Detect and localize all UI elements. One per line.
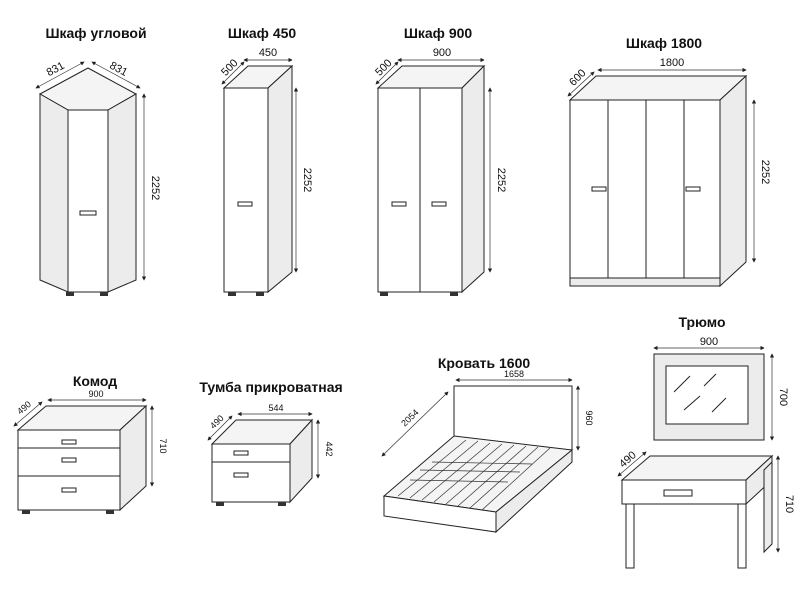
vanity-drawer-handle — [663, 489, 693, 497]
wardrobe-900-height: 2252 — [495, 168, 507, 192]
nightstand-height: 442 — [324, 441, 334, 456]
dresser-foot — [22, 510, 30, 514]
wardrobe-900-title: Шкаф 900 — [404, 25, 473, 41]
dresser-handle — [61, 439, 77, 445]
bed-1600-height: 960 — [584, 410, 594, 425]
nightstand-foot — [216, 502, 224, 506]
wardrobe-900-foot — [450, 292, 458, 296]
wardrobe-1800-side — [719, 74, 747, 288]
nightstand-title: Тумба прикроватная — [199, 379, 342, 395]
wardrobe-1800-handle-right — [685, 186, 701, 192]
nightstand-handle — [233, 450, 249, 456]
bed-1600-dim-line-length — [381, 391, 449, 457]
wardrobe-1800-dim-line-depth — [567, 71, 595, 97]
nightstand: Тумба прикроватная 544 490 442 — [199, 379, 343, 506]
vanity-depth: 490 — [617, 449, 639, 470]
dresser: Комод 900 490 710 — [13, 373, 168, 514]
wardrobe-1800-width: 1800 — [660, 57, 684, 69]
corner-wardrobe-left-side — [39, 93, 69, 293]
wardrobe-450-side — [267, 64, 293, 294]
corner-wardrobe-title: Шкаф угловой — [45, 25, 146, 41]
wardrobe-450-height: 2252 — [301, 168, 313, 192]
vanity-leg — [737, 503, 747, 569]
corner-wardrobe-dim-line-right — [91, 61, 141, 89]
wardrobe-1800: Шкаф 1800 1800 600 2252 — [567, 35, 771, 288]
nightstand-dim-line-depth — [207, 415, 233, 441]
vanity: Трюмо 900 700 490 710 — [617, 314, 795, 569]
dresser-foot — [106, 510, 114, 514]
wardrobe-900-handle-left — [391, 201, 407, 207]
corner-wardrobe-width-left: 831 — [45, 60, 67, 79]
bed-1600-length: 2054 — [399, 407, 420, 428]
wardrobe-450-front — [223, 87, 269, 293]
dresser-side — [119, 404, 147, 512]
vanity-title: Трюмо — [678, 314, 725, 330]
bed-1600-side-rail — [495, 448, 573, 534]
vanity-dim-line-depth — [617, 451, 647, 477]
wardrobe-450-width: 450 — [259, 47, 277, 59]
vanity-height: 710 — [783, 495, 795, 513]
wardrobe-900: Шкаф 900 900 500 2252 — [373, 25, 507, 296]
corner-wardrobe-foot — [66, 292, 74, 296]
nightstand-foot — [278, 502, 286, 506]
wardrobe-1800-handle-left — [591, 186, 607, 192]
wardrobe-450-handle — [237, 201, 253, 207]
corner-wardrobe-dim-line-left — [35, 61, 85, 89]
dresser-depth: 490 — [15, 399, 33, 416]
wardrobe-450-foot — [228, 292, 236, 296]
vanity-leg — [625, 503, 635, 569]
corner-wardrobe-handle — [79, 210, 97, 216]
bed-1600-width: 1658 — [504, 369, 524, 379]
nightstand-width: 544 — [268, 403, 283, 413]
dresser-handle — [61, 457, 77, 463]
vanity-mirror-height: 700 — [777, 388, 789, 406]
wardrobe-900-handle-right — [431, 201, 447, 207]
corner-wardrobe-foot — [100, 292, 108, 296]
bed-1600: Кровать 1600 1658 2054 960 — [381, 355, 594, 534]
wardrobe-900-width: 900 — [433, 47, 451, 59]
wardrobe-450-dim-line-depth — [221, 61, 245, 85]
wardrobe-900-side — [461, 64, 485, 294]
wardrobe-1800-top — [568, 75, 748, 101]
nightstand-depth: 490 — [208, 413, 226, 431]
corner-wardrobe-height: 2252 — [149, 176, 161, 200]
bed-1600-slats — [397, 439, 551, 511]
wardrobe-450-title: Шкаф 450 — [228, 25, 297, 41]
dresser-width: 900 — [88, 389, 103, 399]
vanity-mirror-glass — [665, 365, 749, 425]
corner-wardrobe-door — [67, 109, 109, 293]
wardrobe-1800-height: 2252 — [759, 160, 771, 184]
nightstand-side — [289, 418, 313, 504]
wardrobe-450-foot — [256, 292, 264, 296]
dresser-dim-line-depth — [13, 401, 43, 427]
dresser-handle — [61, 487, 77, 493]
dresser-title: Комод — [73, 373, 117, 389]
bed-1600-title: Кровать 1600 — [438, 355, 531, 371]
corner-wardrobe-right-side — [107, 93, 137, 293]
corner-wardrobe: Шкаф угловой 831 831 2252 — [35, 25, 161, 296]
wardrobe-450: Шкаф 450 450 500 2252 — [219, 25, 313, 296]
wardrobe-1800-plinth — [569, 277, 721, 287]
nightstand-handle — [233, 472, 249, 478]
nightstand-front — [211, 443, 291, 503]
vanity-mirror-glint — [673, 373, 727, 413]
wardrobe-900-foot — [380, 292, 388, 296]
corner-wardrobe-width-right: 831 — [107, 60, 129, 79]
vanity-mirror-width: 900 — [700, 336, 718, 348]
vanity-leg-back — [763, 460, 773, 554]
dresser-height: 710 — [158, 438, 168, 453]
wardrobe-900-dim-line-depth — [375, 61, 399, 85]
wardrobe-1800-title: Шкаф 1800 — [626, 35, 702, 51]
